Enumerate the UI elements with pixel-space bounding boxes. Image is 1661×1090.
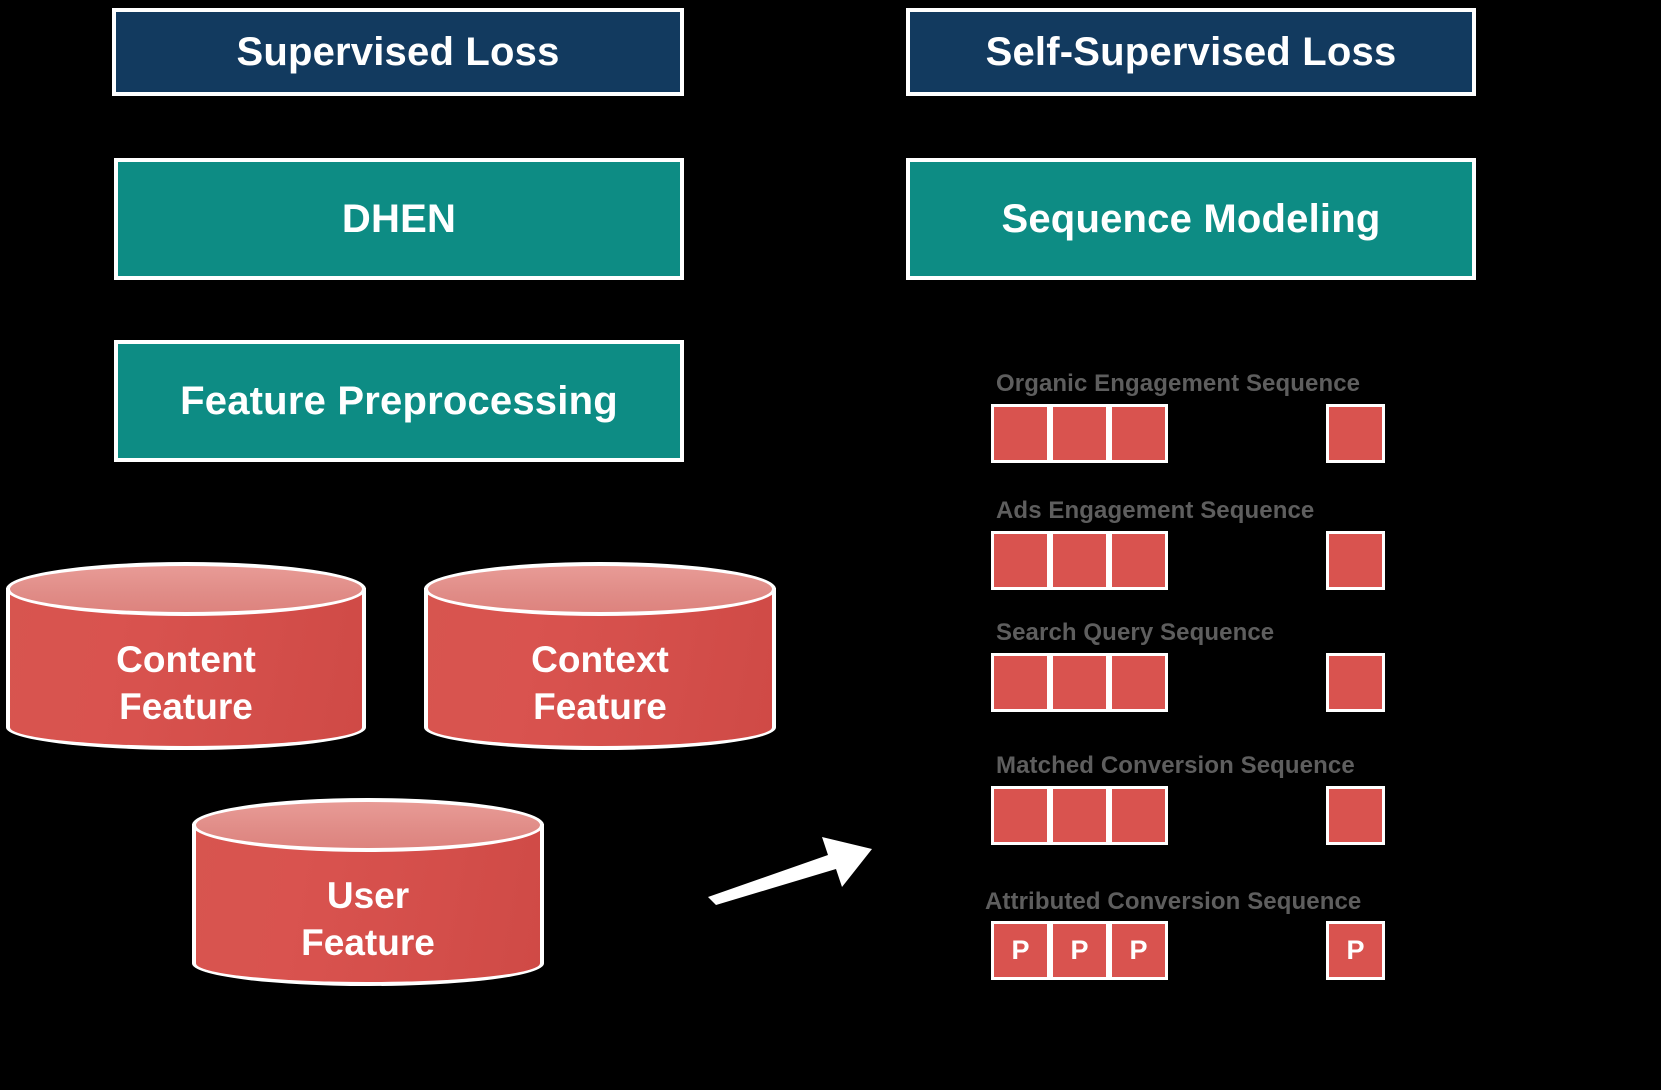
search-query-target-cell[interactable] — [1326, 653, 1385, 712]
sequence-cell[interactable] — [991, 786, 1050, 845]
sequence-modeling-label: Sequence Modeling — [1001, 196, 1381, 241]
attributed-conversion-sequence-label: Attributed Conversion Sequence — [985, 888, 1362, 915]
self-supervised-loss-box[interactable]: Self-Supervised Loss — [906, 8, 1476, 96]
attributed-conversion-target-cell[interactable]: P — [1326, 921, 1385, 980]
matched-conversion-sequence-label: Matched Conversion Sequence — [996, 752, 1355, 779]
sequence-modeling-box[interactable]: Sequence Modeling — [906, 158, 1476, 280]
context-feature-cylinder[interactable]: Context Feature — [424, 562, 776, 750]
attributed-conversion-sequence-cells[interactable]: P P P — [991, 921, 1168, 980]
organic-engagement-target-cell[interactable] — [1326, 404, 1385, 463]
sequence-cell[interactable] — [991, 404, 1050, 463]
flow-arrow-icon — [708, 837, 872, 905]
sequence-cell[interactable]: P — [991, 921, 1050, 980]
supervised-loss-label: Supervised Loss — [236, 29, 560, 74]
supervised-loss-box[interactable]: Supervised Loss — [112, 8, 684, 96]
sequence-cell[interactable] — [1109, 653, 1168, 712]
organic-engagement-sequence-label: Organic Engagement Sequence — [996, 370, 1361, 397]
dhen-label: DHEN — [341, 196, 457, 241]
search-query-sequence-label: Search Query Sequence — [996, 619, 1275, 646]
flow-arrow — [700, 815, 880, 905]
cylinder-top-ellipse — [192, 798, 544, 852]
cylinder-top-ellipse — [424, 562, 776, 616]
sequence-cell[interactable] — [1109, 404, 1168, 463]
sequence-cell[interactable] — [991, 531, 1050, 590]
sequence-cell[interactable] — [1109, 786, 1168, 845]
sequence-cell[interactable] — [991, 653, 1050, 712]
sequence-cell[interactable]: P — [1050, 921, 1109, 980]
ads-engagement-target-cell[interactable] — [1326, 531, 1385, 590]
feature-preprocessing-label: Feature Preprocessing — [180, 378, 618, 423]
organic-engagement-sequence-cells[interactable] — [991, 404, 1168, 463]
user-feature-cylinder[interactable]: User Feature — [192, 798, 544, 986]
matched-conversion-sequence-cells[interactable] — [991, 786, 1168, 845]
sequence-cell[interactable] — [1050, 653, 1109, 712]
content-feature-cylinder[interactable]: Content Feature — [6, 562, 366, 750]
sequence-cell[interactable] — [1109, 531, 1168, 590]
ads-engagement-sequence-cells[interactable] — [991, 531, 1168, 590]
feature-preprocessing-box[interactable]: Feature Preprocessing — [114, 340, 684, 462]
ads-engagement-sequence-label: Ads Engagement Sequence — [996, 497, 1315, 524]
sequence-cell[interactable] — [1050, 786, 1109, 845]
sequence-cell[interactable]: P — [1109, 921, 1168, 980]
sequence-cell[interactable] — [1050, 404, 1109, 463]
search-query-sequence-cells[interactable] — [991, 653, 1168, 712]
dhen-box[interactable]: DHEN — [114, 158, 684, 280]
sequence-cell[interactable] — [1050, 531, 1109, 590]
self-supervised-loss-label: Self-Supervised Loss — [985, 29, 1397, 74]
matched-conversion-target-cell[interactable] — [1326, 786, 1385, 845]
cylinder-top-ellipse — [6, 562, 366, 616]
